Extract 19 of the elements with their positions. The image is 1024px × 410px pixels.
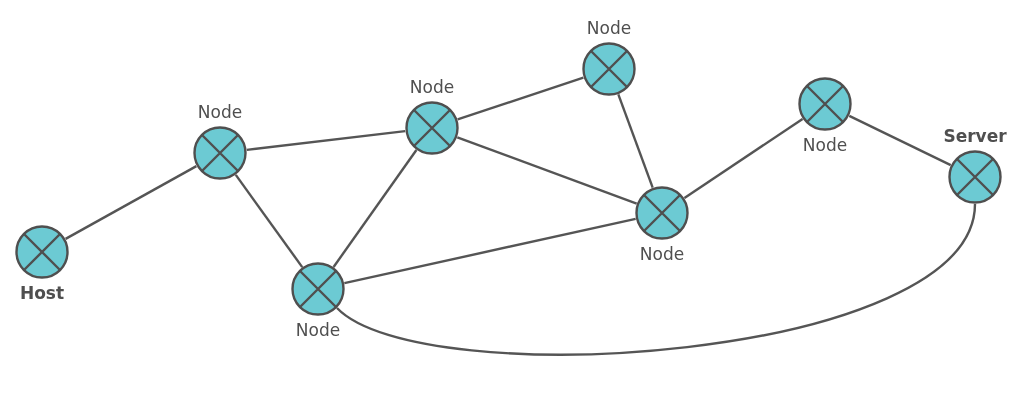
connection-line [617,93,654,189]
node-label: Node [586,18,632,38]
node-label: Node [802,135,848,155]
connection-line [344,217,636,285]
connection-line [848,114,952,167]
connection-line [65,165,197,240]
node-label: Node [639,244,685,264]
connection-line [246,129,406,152]
connection-line [456,136,638,205]
connection-line [683,118,804,199]
node-label: Node [197,102,243,122]
connection-line [457,76,584,121]
connection-line [332,149,418,268]
connection-line [234,174,304,268]
node-label: Server [943,126,1007,146]
node-label: Node [409,77,455,97]
connection-line [336,203,977,356]
node-label: Host [19,283,65,303]
node-label: Node [295,320,341,340]
